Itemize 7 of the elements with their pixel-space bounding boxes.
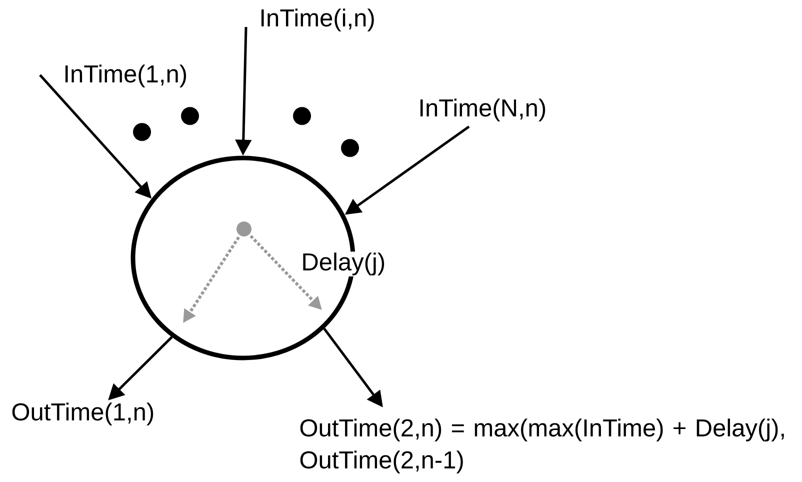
output-formula: OutTime(2,n) = max(max(InTime) + Delay(j), OutTime(2,n-1) [300,418,784,474]
input-label: InTime(N,n) [420,98,546,122]
edge-label: Delay(j) [300,252,387,276]
source-dot [236,222,252,236]
output-label: OutTime(1,n) [12,402,154,426]
input-label: InTime(i,n) [261,8,374,32]
input-label: InTime(1,n) [65,64,186,88]
